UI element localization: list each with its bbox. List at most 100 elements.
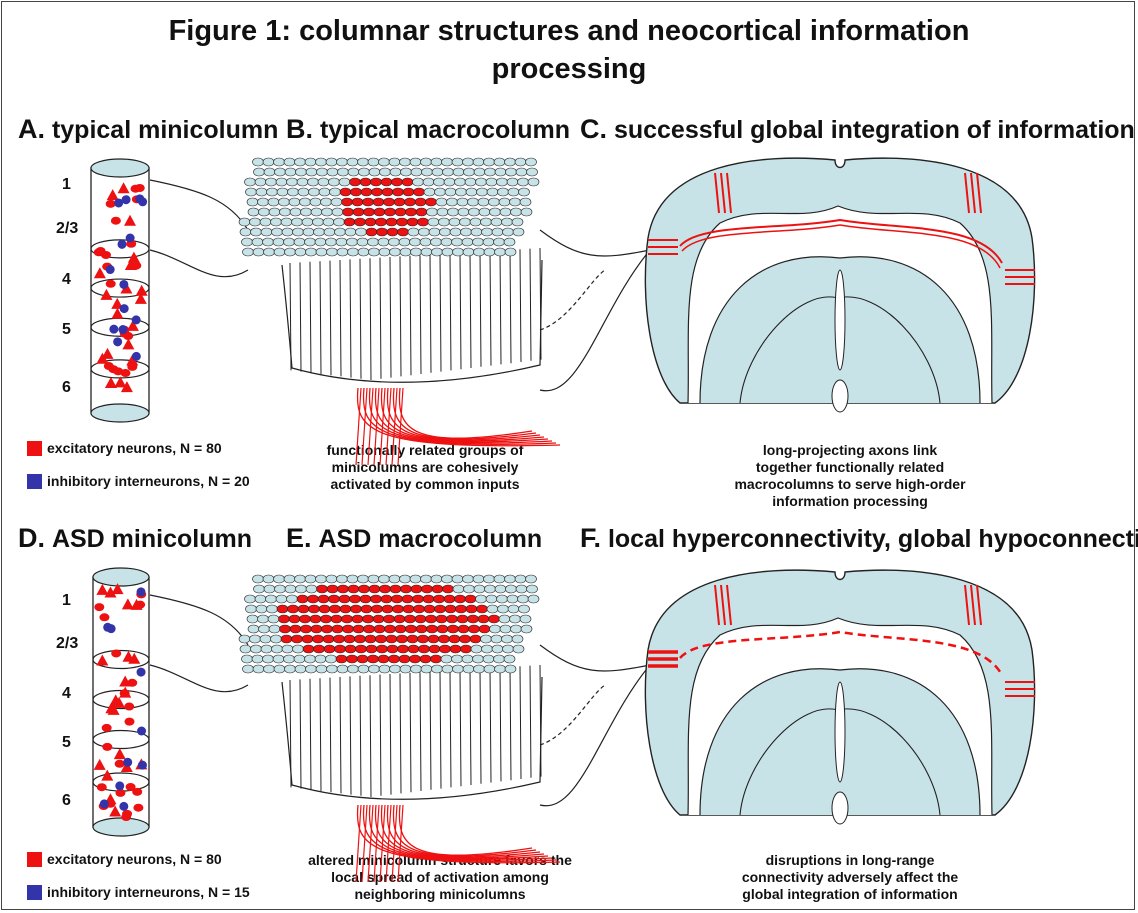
bottom-minicolumn-line	[390, 674, 391, 795]
bottom-active-minicolumn	[339, 595, 350, 603]
bottom-minicolumn-top	[275, 585, 286, 593]
bottom-minicolumn-top	[285, 585, 296, 593]
bottom-active-minicolumn	[426, 615, 437, 623]
top-minicolumn-top	[347, 238, 358, 246]
bottom-minicolumn-top	[315, 655, 326, 663]
top-minicolumn-top	[335, 228, 346, 236]
top-minicolumn-top	[306, 168, 317, 176]
bottom-active-minicolumn	[405, 615, 416, 623]
bottom-minicolumn-top	[505, 665, 516, 673]
top-minicolumn-top	[500, 208, 511, 216]
top-minicolumn-top	[264, 168, 275, 176]
bottom-active-minicolumn	[343, 625, 354, 633]
bottom-minicolumn-top	[507, 595, 518, 603]
top-excitatory-neuron	[127, 363, 137, 371]
top-minicolumn-top	[316, 248, 327, 256]
bottom-input-fiber	[387, 805, 540, 857]
bottom-excitatory-neuron	[102, 743, 112, 751]
bottom-active-minicolumn	[450, 645, 461, 653]
top-minicolumn-top	[321, 198, 332, 206]
bottom-active-minicolumn	[399, 655, 410, 663]
bottom-minicolumn-top	[516, 585, 527, 593]
bottom-active-minicolumn	[466, 605, 477, 613]
bottom-active-minicolumn	[319, 605, 330, 613]
bottom-active-minicolumn	[489, 615, 500, 623]
top-minicolumn-top	[329, 178, 340, 186]
bottom-active-minicolumn	[390, 585, 401, 593]
top-minicolumn-top	[280, 208, 291, 216]
bottom-active-minicolumn	[322, 625, 333, 633]
top-input-fiber	[387, 388, 540, 440]
bottom-inhibitory-interneuron	[137, 668, 146, 677]
top-minicolumn-top	[464, 168, 475, 176]
bottom-active-minicolumn	[384, 615, 395, 623]
top-minicolumn-top	[470, 218, 481, 226]
top-active-minicolumn	[403, 188, 414, 196]
bottom-minicolumn-top	[491, 635, 502, 643]
top-input-fiber	[356, 388, 361, 465]
bottom-minicolumn-top	[259, 625, 270, 633]
top-minicolumn-top	[448, 208, 459, 216]
top-minicolumn-line	[310, 262, 311, 373]
bottom-active-minicolumn	[429, 645, 440, 653]
top-minicolumn-top	[420, 238, 431, 246]
top-minicolumn-top	[413, 178, 424, 186]
top-minicolumn-top	[357, 238, 368, 246]
bottom-minicolumn-top	[521, 625, 532, 633]
bottom-minicolumn-top	[267, 605, 278, 613]
top-minicolumn-top	[462, 238, 473, 246]
top-active-minicolumn	[398, 228, 409, 236]
bottom-minicolumn-top	[269, 625, 280, 633]
top-minicolumn-top	[296, 168, 307, 176]
top-minicolumn-top	[453, 248, 464, 256]
top-minicolumn-top	[281, 218, 292, 226]
bottom-active-minicolumn	[445, 605, 456, 613]
top-minicolumn-top	[429, 228, 440, 236]
bottom-minicolumn-top	[327, 665, 338, 673]
top-minicolumn-top	[326, 158, 337, 166]
top-active-minicolumn	[355, 218, 366, 226]
bottom-minicolumn-line	[490, 668, 491, 783]
bottom-active-minicolumn	[403, 605, 414, 613]
top-minicolumn-line	[360, 259, 361, 379]
bottom-active-minicolumn	[372, 605, 383, 613]
top-minicolumn-line	[500, 250, 501, 364]
bottom-connector	[540, 685, 605, 745]
top-minicolumn-top	[368, 238, 379, 246]
top-minicolumn-line	[400, 256, 401, 376]
top-minicolumn-top	[505, 248, 516, 256]
bottom-active-minicolumn	[440, 645, 451, 653]
bottom-active-minicolumn	[397, 635, 408, 643]
bottom-minicolumn-top	[463, 665, 474, 673]
top-minicolumn-top	[482, 228, 493, 236]
top-input-fiber	[362, 388, 367, 465]
top-excitatory-neuron	[106, 280, 116, 288]
bottom-minicolumn-top	[464, 585, 475, 593]
top-minicolumn-line	[420, 255, 421, 374]
bottom-active-minicolumn	[478, 615, 489, 623]
top-minicolumn-top	[465, 178, 476, 186]
top-active-minicolumn	[392, 178, 403, 186]
bottom-active-minicolumn	[389, 655, 400, 663]
bottom-minicolumn-top	[306, 665, 317, 673]
bottom-active-minicolumn	[338, 585, 349, 593]
bottom-minicolumn-line	[330, 678, 331, 793]
bottom-minicolumn-top	[463, 575, 474, 583]
top-minicolumn-top	[359, 168, 370, 176]
top-minicolumn-top	[267, 188, 278, 196]
bottom-minicolumn-top	[452, 575, 463, 583]
top-minicolumn-top	[468, 198, 479, 206]
bottom-active-minicolumn	[385, 625, 396, 633]
bottom-active-minicolumn	[431, 655, 442, 663]
bottom-minicolumn-top	[295, 575, 306, 583]
top-minicolumn	[91, 159, 149, 422]
top-minicolumn-top	[338, 168, 349, 176]
bottom-minicolumn-top	[264, 585, 275, 593]
top-active-minicolumn	[373, 198, 384, 206]
bottom-minicolumn-top	[305, 655, 316, 663]
top-minicolumn-top	[494, 158, 505, 166]
top-minicolumn-top	[452, 158, 463, 166]
top-minicolumn-top	[408, 228, 419, 236]
bottom-active-minicolumn	[351, 605, 362, 613]
bottom-minicolumn-top	[390, 665, 401, 673]
